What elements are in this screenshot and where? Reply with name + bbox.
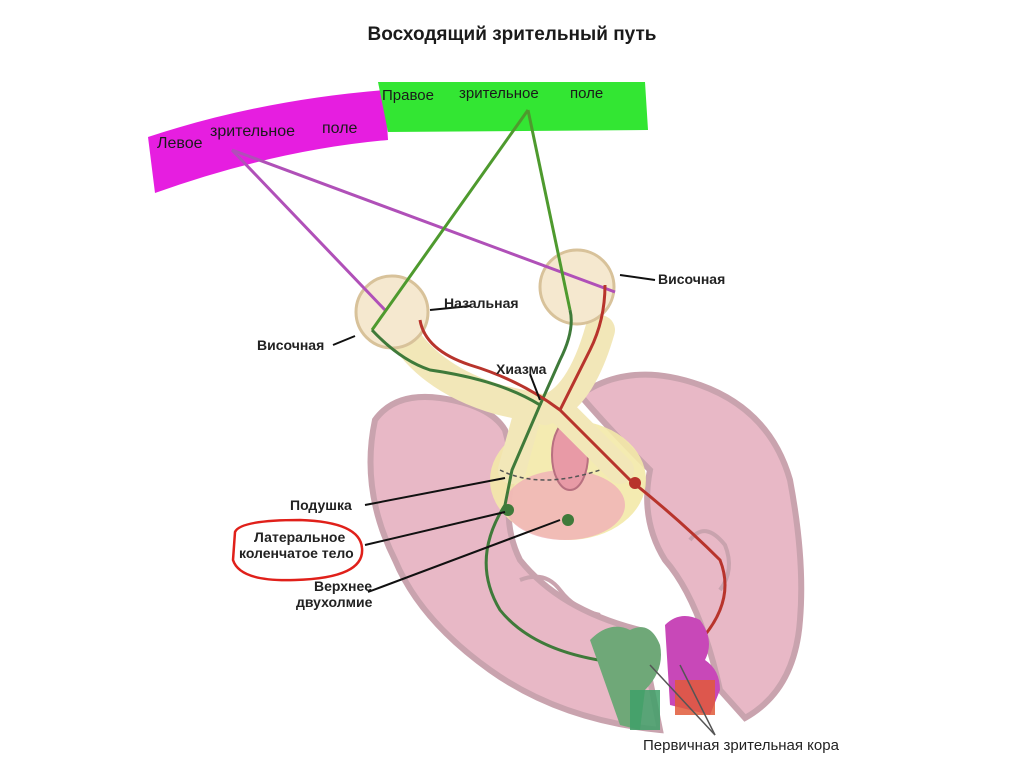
right-field-ray-to-right-eye [526, 109, 572, 311]
right-field-ray-to-left-eye [370, 109, 530, 331]
right-visual-field-band [378, 82, 648, 132]
right-gyrus-fold [688, 529, 731, 592]
leader-v1-b [649, 664, 716, 736]
superior-colliculus-label-line1: Верхнее [314, 578, 373, 594]
pulvinar-projection [499, 469, 601, 481]
left-visual-field-band [148, 90, 388, 193]
left-field-label-word1: Левое [157, 135, 203, 152]
leader-pulvinar [364, 477, 506, 506]
green-crossing-fiber [538, 309, 573, 406]
superior-colliculus-label-line2: двухолмие [296, 594, 373, 610]
chiasm-label: Хиазма [496, 361, 547, 377]
lgn-label-line1: Латеральное [254, 529, 346, 545]
right-field-label-word2: зрительное [459, 85, 539, 102]
red-uncrossed-fiber [558, 284, 607, 411]
left-field-ray-to-right-eye [231, 148, 616, 294]
pulvinar-label: Подушка [290, 497, 352, 513]
left-field-label-word3: поле [322, 120, 358, 137]
right-lgn-nucleus [629, 477, 641, 489]
left-gyrus-fold [519, 574, 601, 617]
superior-colliculus-nucleus [562, 514, 574, 526]
temporal-right-label: Височная [658, 271, 726, 287]
leader-superior-colliculus [367, 519, 561, 593]
right-hemisphere [575, 371, 805, 722]
left-field-ray-to-left-eye [230, 148, 387, 312]
lgn-highlight-ellipse [231, 518, 364, 582]
left-lgn-nucleus [502, 504, 514, 516]
leader-v1-a [679, 664, 716, 736]
right-field-label-word1: Правое [382, 87, 434, 104]
brainstem-region [505, 470, 625, 540]
leader-chiasm [529, 373, 541, 401]
optic-nerves [385, 315, 615, 426]
leader-nasal [429, 305, 471, 311]
leader-lgn [364, 511, 506, 546]
left-primary-visual-cortex [590, 626, 661, 730]
left-optic-tract [498, 391, 544, 484]
nasal-label: Назальная [444, 295, 519, 311]
leader-temporal-left [332, 335, 356, 346]
lgn-label-line2: коленчатое тело [239, 545, 354, 561]
right-cortex-stripe [675, 680, 715, 715]
primary-visual-cortex-label: Первичная зрительная кора [643, 737, 839, 754]
left-field-label-word2: зрительное [210, 123, 295, 140]
slide-title: Восходящий зрительный путь [367, 24, 657, 45]
leader-temporal-right [619, 274, 656, 281]
right-field-label-word3: поле [570, 85, 604, 102]
left-eye [354, 274, 430, 350]
temporal-left-label: Височная [257, 337, 325, 353]
left-cortex-stripe [630, 690, 660, 730]
right-eye [538, 248, 616, 326]
